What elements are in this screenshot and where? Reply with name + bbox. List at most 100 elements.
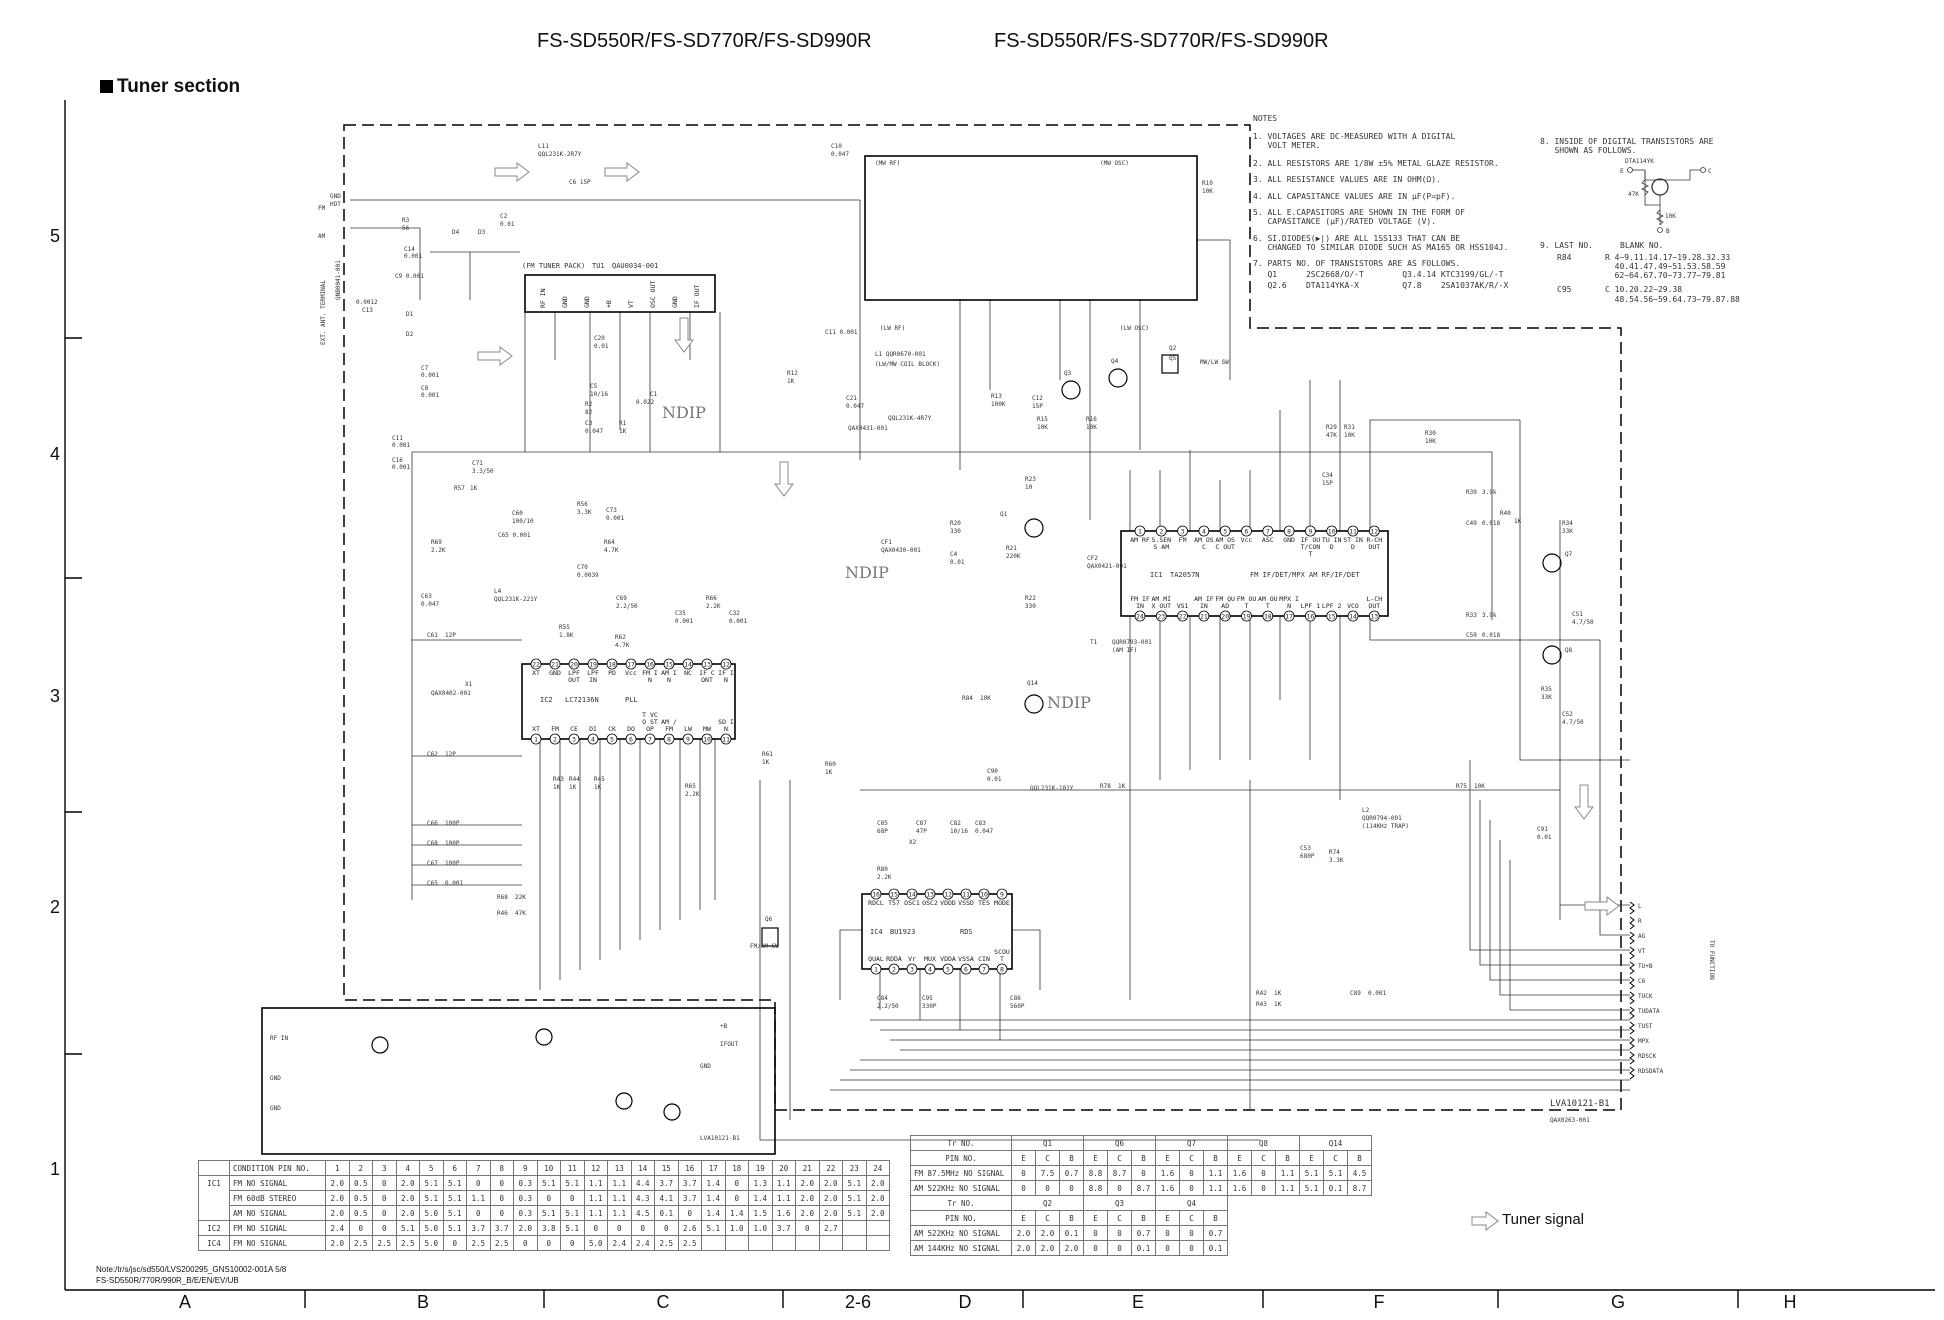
table-header-cell: 12 [583,1160,608,1176]
pin-number: 10 [1328,528,1336,536]
pin-label: LPF 1 [1300,602,1321,610]
voltage-cell: 0 [1251,1180,1276,1196]
pin-label: MUX [924,955,936,963]
table-header-cell: 14 [630,1160,655,1176]
ic4-function: RDS [960,928,973,936]
component-label: 0.022 [636,399,654,406]
component-label: 10K [1474,783,1485,790]
component-label: QQR0793-001 [1112,639,1152,646]
pin-label: PD [608,670,616,677]
voltage-cell: 0.1 [1203,1240,1228,1256]
voltage-cell: 5.1 [560,1205,585,1221]
component-label: QAX0431-001 [848,425,888,432]
pin-number: 5 [946,966,950,974]
connector-title: TO FUNCTION [1708,940,1715,980]
component-label: 10/16 [950,828,968,835]
voltage-cell: 0 [1011,1165,1036,1181]
voltage-cell: 1.1 [1203,1165,1228,1181]
component-label: 82 [585,409,593,416]
component-label: 1K [1274,1001,1282,1008]
component-label: Q8 [1565,647,1573,654]
voltage-cell: 2.0 [1035,1240,1060,1256]
table-header-cell: 9 [513,1160,538,1176]
voltage-cell: 0 [1107,1240,1132,1256]
component-label: 0.047 [585,428,603,435]
voltage-cell: 2.4 [325,1220,350,1236]
pin-label: VDDA [940,955,956,963]
conn-vt[interactable]: VT [1638,948,1646,955]
component-label: 100P [445,840,460,847]
component-label: 12P [445,751,456,758]
ic4-ref: IC4 [870,928,883,936]
component-label: QAX0263-001 [1550,1117,1590,1124]
component-label: 3.3/50 [472,468,494,475]
table-header-cell: 22 [818,1160,843,1176]
component-label: QAX0421-001 [1087,563,1127,570]
component-label: 1K [1514,518,1522,525]
conn-l[interactable]: L [1638,903,1642,910]
voltage-cell: 1.6 [1155,1165,1180,1181]
pin-number: 14 [1349,613,1357,621]
conn-tuck[interactable]: TUCK [1638,993,1653,1000]
pin-number: 1 [1138,528,1142,536]
voltage-cell: 0 [1107,1225,1132,1241]
voltage-cell: 0 [1083,1240,1108,1256]
voltage-cell: 1.1 [1275,1165,1300,1181]
component-label: D2 [406,331,414,338]
component-label: C89 [1350,990,1361,997]
voltage-cell [748,1235,773,1251]
voltage-cell: 5.1 [560,1220,585,1236]
pin-number: 5 [610,736,614,744]
conn-tust[interactable]: TUST [1638,1023,1653,1030]
conn-rdsck[interactable]: RDSCK [1638,1053,1656,1060]
page-number: 2-6 [844,1292,871,1312]
pin-number: 13 [1370,613,1378,621]
component-label: 2.2/50 [877,1003,899,1010]
voltage-cell: 2.0 [325,1190,350,1206]
voltage-cell: 8.8 [1083,1180,1108,1196]
component-label: R45 [594,776,605,783]
pin-label: RDDA [886,955,902,963]
grid-col-d: D [958,1292,972,1312]
pin-number: 2 [1159,528,1163,536]
conn-mpx[interactable]: MPX [1638,1038,1649,1045]
component-label: Q6 [765,916,773,923]
component-label: R43 [553,776,564,783]
conn-rdsdata[interactable]: RDSDATA [1638,1068,1664,1075]
conn-tudata[interactable]: TUDATA [1638,1008,1660,1015]
voltage-cell: 0.5 [348,1205,373,1221]
table-header-cell: 20 [771,1160,796,1176]
pin-label: T57 [888,900,900,907]
component-label: R1 [619,420,627,427]
conn-c6[interactable]: C6 [1638,978,1646,985]
ndip-stamp: NDIP [845,563,889,582]
voltage-cell: 2.0 [795,1175,820,1191]
voltage-cell: 0 [466,1175,491,1191]
voltage-cell: 0 [1131,1165,1156,1181]
tu1-body [524,274,716,313]
pin-label: GND [549,670,561,677]
component-label: (114KHz TRAP) [1362,823,1409,830]
conn-r[interactable]: R [1638,918,1642,925]
ndip-stamps: NDIP NDIP NDIP [662,403,1091,712]
voltage-cell: 0 [372,1190,397,1206]
component-label: L1 QQR0670-001 [875,351,926,358]
voltage-cell: 5.1 [842,1190,867,1206]
pin-cell: E [1011,1150,1036,1166]
component-label: 3.3K [577,509,592,516]
component-label: R66 [706,595,717,602]
conn-ag[interactable]: AG [1638,933,1646,940]
voltage-cell: 1.5 [748,1205,773,1221]
component-label: 10K [1344,432,1355,439]
component-label: HOT [330,201,341,208]
component-label: R57 [454,485,465,492]
conn-tub[interactable]: TU+B [1638,963,1653,970]
component-label: 0.001 [1368,990,1386,997]
component-label: C91 [1537,826,1548,833]
component-label: 220K [1006,553,1021,560]
tu1-pin-label: IF OUT [693,284,701,308]
voltage-cell: 2.0 [395,1175,420,1191]
tu1-pin-label: +B [605,300,613,308]
pin-number: 3 [1181,528,1185,536]
